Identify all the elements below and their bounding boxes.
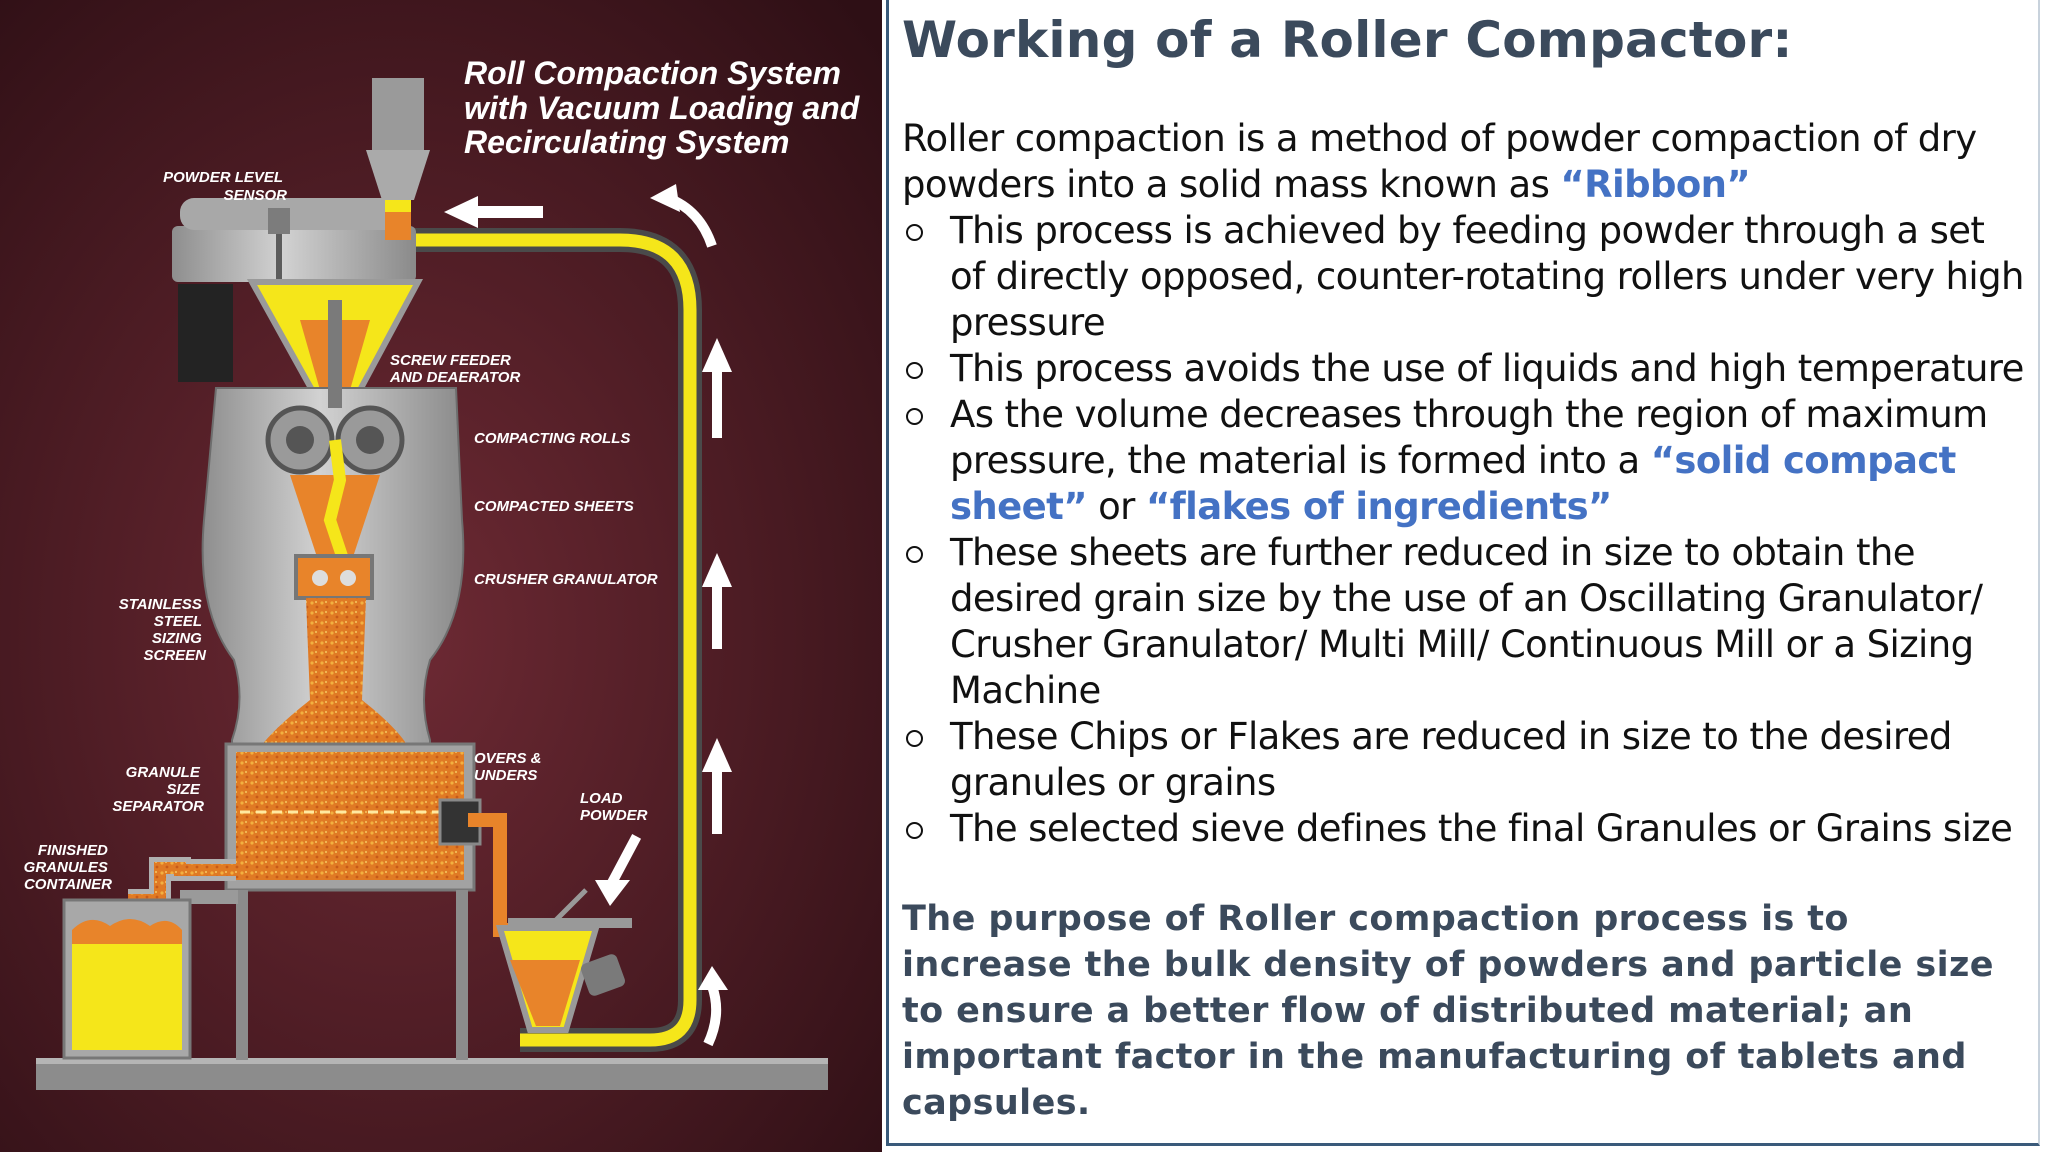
compacted-sheet-ribbon — [323, 439, 348, 558]
label-load-powder: LOAD POWDER — [580, 790, 648, 824]
list-item: This process avoids the use of liquids a… — [902, 346, 2026, 392]
bullet-text: This process avoids the use of liquids a… — [950, 347, 2024, 390]
slide-title: Working of a Roller Compactor: — [902, 11, 1793, 69]
crusher-granulator — [294, 554, 374, 600]
flakes-highlight: “flakes of ingredients” — [1145, 485, 1612, 528]
powder-level-sensor-icon — [268, 208, 290, 234]
list-item: This process is achieved by feeding powd… — [902, 208, 2026, 346]
label-screw-feeder: SCREW FEEDER AND DEAERATOR — [389, 352, 520, 386]
bullet-circle-icon — [906, 546, 923, 563]
label-granule-size-separator: GRANULE SIZE SEPARATOR — [112, 764, 204, 815]
ribbon-highlight: “Ribbon” — [1560, 163, 1751, 206]
bullet-circle-icon — [906, 408, 923, 425]
bullet-text-part: or — [1086, 485, 1146, 528]
bullet-text: As the volume decreases through the regi… — [950, 393, 1988, 528]
bullet-text: These Chips or Flakes are reduced in siz… — [950, 715, 1952, 804]
bullet-text: These sheets are further reduced in size… — [950, 531, 1983, 712]
bullet-circle-icon — [906, 224, 923, 241]
bullet-circle-icon — [906, 822, 923, 839]
list-item: The selected sieve defines the final Gra… — [902, 806, 2026, 852]
list-item: These Chips or Flakes are reduced in siz… — [902, 714, 2026, 806]
diagram-heading: Roll Compaction System with Vacuum Loadi… — [464, 55, 868, 160]
bullet-text: The selected sieve defines the final Gra… — [950, 807, 2013, 850]
solid-compact-sheet-highlight: “solid compact sheet” — [950, 439, 1956, 528]
bullet-circle-icon — [906, 730, 923, 747]
purpose-statement: The purpose of Roller compaction process… — [902, 899, 1994, 1123]
label-sizing-screen: STAINLESS STEEL SIZING SCREEN — [119, 596, 207, 664]
bullet-list: This process is achieved by feeding powd… — [902, 208, 2026, 852]
screw-feeder-icon — [328, 300, 342, 408]
intro-text: Roller compaction is a method of powder … — [902, 117, 1977, 206]
flow-arrow-icons — [444, 184, 732, 1047]
label-powder-level-sensor: POWDER LEVEL SENSOR — [163, 169, 287, 204]
label-crusher-granulator: CRUSHER GRANULATOR — [474, 571, 658, 588]
label-overs-unders: OVERS & UNDERS — [474, 750, 546, 784]
bullet-text-part: As the volume decreases through the regi… — [950, 393, 1988, 482]
label-finished-granules-container: FINISHED GRANULES CONTAINER — [24, 842, 113, 893]
slide-text-panel: Working of a Roller Compactor: Roller co… — [886, 0, 2040, 1146]
label-compacting-rolls: COMPACTING ROLLS — [474, 430, 630, 447]
top-chamber — [172, 226, 416, 282]
list-item: As the volume decreases through the regi… — [902, 392, 2026, 530]
label-compacted-sheets: COMPACTED SHEETS — [474, 498, 634, 515]
list-item: These sheets are further reduced in size… — [902, 530, 2026, 714]
intro-paragraph: Roller compaction is a method of powder … — [902, 116, 2026, 208]
roll-compaction-diagram: Roll Compaction System with Vacuum Loadi… — [0, 0, 882, 1152]
bullet-text: This process is achieved by feeding powd… — [950, 209, 2024, 344]
bullet-circle-icon — [906, 362, 923, 379]
